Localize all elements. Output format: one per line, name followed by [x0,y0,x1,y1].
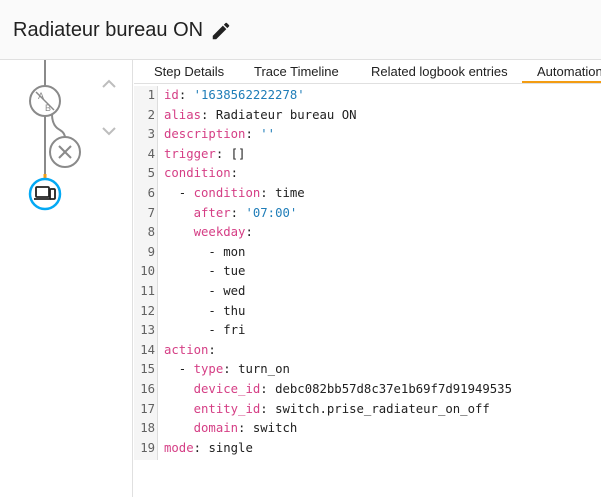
yaml-value: fri [223,323,246,338]
yaml-value: '1638562222278' [193,88,305,102]
tab-automation-config[interactable]: Automation Config [537,64,601,79]
chevron-down-icon [102,127,116,136]
line-number: 17 [140,401,155,416]
yaml-value: switch.prise_radiateur_on_off [275,401,490,416]
top-bar: Radiateur bureau ON [0,0,601,60]
trace-graph: A B [28,60,81,211]
yaml-value: single [208,440,253,455]
line-number: 12 [140,303,155,318]
code-text: action: [164,342,216,357]
line-number: 14 [140,342,155,357]
yaml-key: after [193,205,231,220]
code-text: weekday: [193,225,253,240]
yaml-value: wed [223,284,246,298]
line-number: 13 [140,323,155,338]
line-number: 7 [147,205,155,220]
yaml-key: description [164,127,246,142]
yaml-value: mon [223,244,246,259]
code-text: mode: single [164,440,253,455]
yaml-value: thu [223,303,246,318]
yaml-key: trigger [164,146,216,161]
pencil-icon [212,22,230,40]
device-action-icon[interactable] [28,177,62,211]
line-number: 2 [147,107,155,122]
active-tab-indicator [522,81,601,83]
yaml-value: [] [230,146,246,161]
code-text: entity_id: switch.prise_radiateur_on_off [193,401,490,416]
yaml-value: debc082bb57d8c37e1b69f7d91949535 [275,382,512,396]
code-text: trigger: [] [164,146,246,161]
close-icon [49,136,81,168]
yaml-key: mode [164,440,194,455]
line-number-gutter [134,86,158,460]
yaml-key: weekday [193,225,246,240]
line-number: 10 [140,264,155,279]
code-text: description: '' [164,127,276,142]
yaml-value: switch [252,421,298,436]
yaml-value: '' [260,127,276,142]
previous-step-button[interactable] [97,72,121,96]
line-number: 11 [140,284,155,298]
yaml-value: Radiateur bureau ON [215,107,357,122]
yaml-key: domain [193,421,239,436]
line-number: 16 [140,382,155,396]
edit-button[interactable] [210,20,232,42]
yaml-value: tue [223,264,246,279]
yaml-key: condition [193,186,261,200]
code-text: - fri [164,323,246,338]
line-number: 8 [147,225,155,240]
code-text: - type: turn_on [164,362,290,377]
line-number: 3 [147,127,155,142]
code-text: after: '07:00' [193,205,298,220]
yaml-key: type [193,362,224,377]
chevron-up-icon [102,79,116,88]
trace-graph-pane: A B [0,60,133,497]
line-number: 6 [147,186,155,200]
trace-tabs: Step Details Trace Timeline Related logb… [134,60,601,84]
tab-trace-timeline[interactable]: Trace Timeline [254,64,339,79]
line-number: 19 [140,440,155,455]
code-text: - wed [164,284,246,298]
line-number: 5 [147,166,155,181]
yaml-key: action [164,342,209,357]
code-text: domain: switch [193,421,298,436]
code-text: - condition: time [164,186,305,200]
line-number: 4 [147,146,155,161]
tab-related-logbook-entries[interactable]: Related logbook entries [371,64,508,79]
code-text: id: '1638562222278' [164,88,305,102]
yaml-value: turn_on [238,362,290,377]
code-text: device_id: debc082bb57d8c37e1b69f7d91949… [193,382,512,396]
line-number: 9 [147,244,155,259]
line-number: 1 [147,88,155,102]
page-title: Radiateur bureau ON [13,19,204,41]
line-number: 15 [140,362,155,377]
code-text: condition: [164,166,239,181]
line-number: 18 [140,421,155,436]
code-text: - thu [164,303,246,318]
yaml-value: time [275,186,305,200]
code-text: - tue [164,264,246,279]
graph-connector-branch [51,113,66,139]
yaml-key: condition [164,166,231,181]
tab-step-details[interactable]: Step Details [154,64,225,79]
ab-choose-icon: A B [29,85,61,117]
yaml-value: '07:00' [245,205,298,220]
yaml-key: entity_id [193,401,261,416]
svg-text:B: B [45,103,51,113]
yaml-editor[interactable]: 1 id: '1638562222278' 2 alias: Radiateur bu… [134,86,601,466]
yaml-key: id [164,88,179,102]
yaml-key: alias [164,107,202,122]
code-text: alias: Radiateur bureau ON [164,107,357,122]
next-step-button[interactable] [97,119,121,143]
code-text: - mon [164,244,246,259]
yaml-key: device_id [193,382,261,396]
